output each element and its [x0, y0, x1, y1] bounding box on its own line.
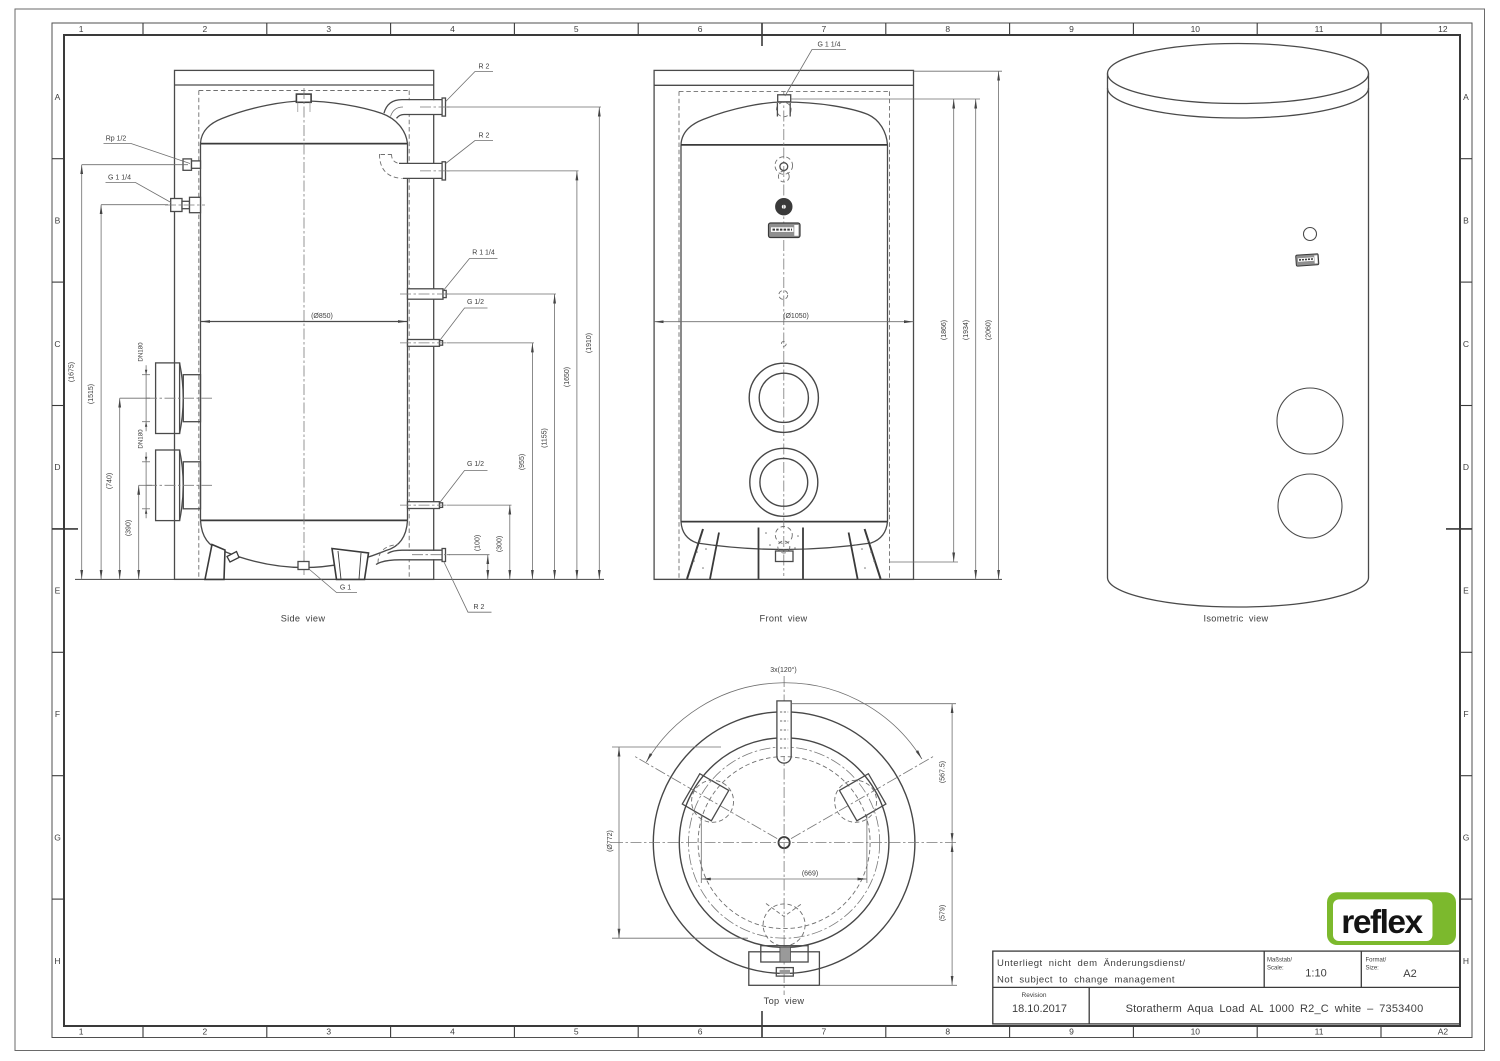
- svg-text:Size:: Size:: [1366, 966, 1380, 972]
- svg-text:G 1 1/4: G 1 1/4: [108, 175, 131, 182]
- svg-text:(390): (390): [126, 520, 133, 536]
- svg-text:4: 4: [450, 1027, 455, 1037]
- svg-text:(1934): (1934): [963, 320, 970, 340]
- svg-text:DN180: DN180: [137, 342, 144, 362]
- svg-text:6: 6: [698, 24, 703, 34]
- svg-text:E: E: [55, 586, 61, 596]
- svg-text:Revision: Revision: [1022, 992, 1047, 999]
- svg-text:11: 11: [1315, 24, 1324, 34]
- svg-text:(955): (955): [519, 454, 526, 470]
- svg-text:3: 3: [326, 24, 331, 34]
- svg-text:R 2: R 2: [479, 64, 490, 71]
- svg-text:1: 1: [79, 1027, 84, 1037]
- svg-text:1: 1: [79, 24, 84, 34]
- svg-text:F: F: [1463, 709, 1468, 719]
- svg-text:G 1 1/4: G 1 1/4: [818, 42, 841, 49]
- svg-text:(Ø850): (Ø850): [311, 313, 333, 320]
- svg-text:8: 8: [945, 24, 950, 34]
- svg-text:C: C: [1463, 339, 1469, 349]
- svg-text:11: 11: [1315, 1027, 1324, 1037]
- svg-text:Rp 1/2: Rp 1/2: [106, 136, 127, 143]
- svg-text:(579): (579): [940, 905, 947, 921]
- svg-text:12: 12: [1438, 24, 1448, 34]
- svg-text:A2: A2: [1403, 968, 1416, 980]
- svg-text:B: B: [1463, 215, 1469, 225]
- svg-text:Unterliegt nicht dem Änderungs: Unterliegt nicht dem Änderungsdienst/: [997, 958, 1186, 969]
- svg-text:(567.5): (567.5): [940, 761, 947, 783]
- svg-text:G: G: [54, 832, 61, 842]
- svg-text:Isometric view: Isometric view: [1204, 614, 1269, 624]
- svg-text:G: G: [1463, 832, 1470, 842]
- svg-text:(2060): (2060): [986, 320, 993, 340]
- svg-text:C: C: [54, 339, 60, 349]
- svg-text:G 1: G 1: [340, 585, 351, 592]
- svg-text:2: 2: [203, 1027, 208, 1037]
- svg-text:Top view: Top view: [764, 996, 805, 1006]
- svg-text:R 1 1/4: R 1 1/4: [472, 250, 495, 257]
- svg-text:reflex: reflex: [1341, 904, 1423, 941]
- svg-text:(100): (100): [475, 535, 482, 551]
- svg-text:(1155): (1155): [542, 428, 549, 448]
- svg-text:(1910): (1910): [586, 333, 593, 353]
- svg-text:10: 10: [1191, 1027, 1201, 1037]
- svg-text:8: 8: [945, 1027, 950, 1037]
- svg-text:(1675): (1675): [69, 362, 76, 382]
- svg-text:A: A: [1463, 92, 1469, 102]
- svg-text:(Ø1050): (Ø1050): [783, 313, 809, 320]
- svg-text:(669): (669): [802, 870, 818, 877]
- svg-text:Scale:: Scale:: [1267, 966, 1284, 972]
- svg-text:H: H: [54, 956, 60, 966]
- svg-text:Storatherm Aqua Load AL 1000 R: Storatherm Aqua Load AL 1000 R2_C white …: [1126, 1003, 1424, 1015]
- svg-text:(740): (740): [107, 473, 114, 489]
- svg-text:R 2: R 2: [479, 133, 490, 140]
- svg-text:Side view: Side view: [281, 614, 326, 624]
- svg-text:D: D: [1463, 462, 1469, 472]
- svg-text:(1866): (1866): [941, 320, 948, 340]
- svg-text:B: B: [55, 215, 61, 225]
- svg-text:H: H: [1463, 956, 1469, 966]
- svg-text:9: 9: [1069, 1027, 1074, 1037]
- svg-text:7: 7: [822, 24, 827, 34]
- svg-text:Format/: Format/: [1366, 958, 1387, 964]
- svg-text:(300): (300): [497, 536, 504, 552]
- svg-text:(1650): (1650): [564, 367, 571, 387]
- svg-text:(Ø772): (Ø772): [607, 830, 614, 852]
- svg-text:E: E: [1463, 586, 1469, 596]
- svg-text:A2: A2: [1438, 1027, 1449, 1037]
- svg-text:Front view: Front view: [760, 614, 808, 624]
- svg-text:(1515): (1515): [88, 384, 95, 404]
- svg-text:1:10: 1:10: [1305, 968, 1326, 980]
- svg-text:5: 5: [574, 24, 579, 34]
- svg-text:3: 3: [326, 1027, 331, 1037]
- svg-text:2: 2: [203, 24, 208, 34]
- svg-text:3x(120°): 3x(120°): [770, 666, 797, 674]
- svg-text:5: 5: [574, 1027, 579, 1037]
- svg-text:7: 7: [822, 1027, 827, 1037]
- svg-text:Not subject to change manageme: Not subject to change management: [997, 975, 1175, 986]
- svg-text:10: 10: [1191, 24, 1201, 34]
- svg-text:DN180: DN180: [137, 429, 144, 449]
- svg-text:G 1/2: G 1/2: [467, 299, 484, 306]
- svg-text:A: A: [55, 92, 61, 102]
- svg-text:18.10.2017: 18.10.2017: [1012, 1003, 1067, 1015]
- svg-text:F: F: [55, 709, 60, 719]
- svg-text:D: D: [54, 462, 60, 472]
- svg-text:9: 9: [1069, 24, 1074, 34]
- svg-text:4: 4: [450, 24, 455, 34]
- svg-text:6: 6: [698, 1027, 703, 1037]
- svg-text:Maßstab/: Maßstab/: [1267, 958, 1292, 964]
- svg-text:R 2: R 2: [474, 604, 485, 611]
- svg-text:G 1/2: G 1/2: [467, 461, 484, 468]
